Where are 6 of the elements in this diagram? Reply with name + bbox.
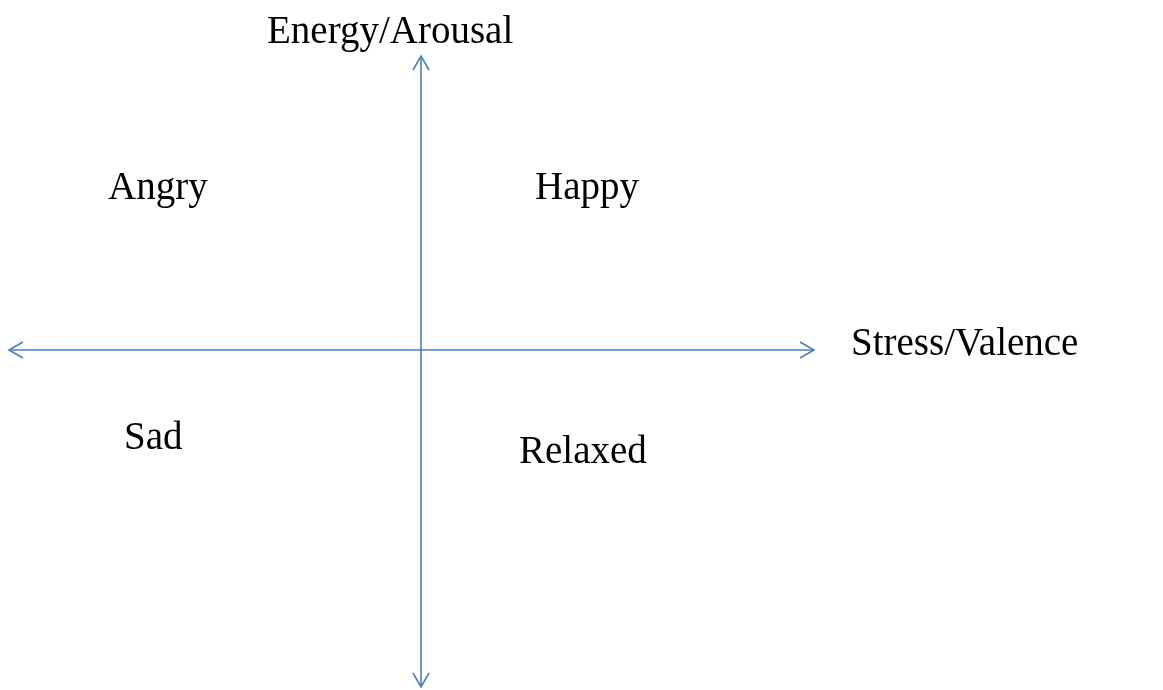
axis-label: Energy/Arousal <box>267 8 514 53</box>
axis-label: Stress/Valence <box>851 320 1079 365</box>
quadrant-label: Relaxed <box>519 428 647 473</box>
quadrant-label: Angry <box>108 164 208 209</box>
quadrant-label: Happy <box>535 164 639 209</box>
quadrant-label: Sad <box>124 414 183 459</box>
